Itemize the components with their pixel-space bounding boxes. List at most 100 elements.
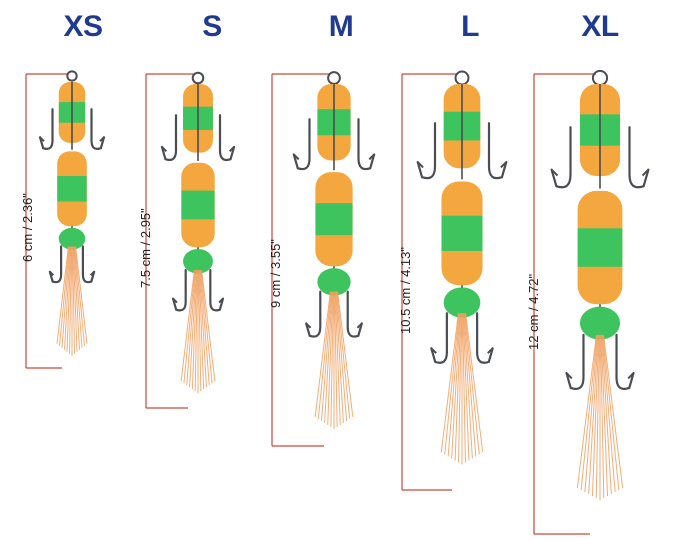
tail-fiber-2-2 [320,291,333,421]
tail-fiber-2-9 [335,291,344,423]
size-label-xl: XL [581,10,619,43]
tail-fiber-4-12 [603,334,624,489]
hook-eye-2 [327,71,341,85]
upper-hook-left-4-barb [550,168,559,177]
lower-foam-1-band [181,190,215,220]
tail-fiber-1-0 [180,270,195,382]
tail-fiber-2-10 [335,291,348,421]
tail-fiber-1-5 [194,270,198,392]
lower-hook-right-2-barb [356,322,363,329]
lower-hook-left-0-barb [49,271,55,276]
tail-fiber-4-2 [584,334,599,493]
tail-fiber-0-8 [72,246,78,352]
tail-fiber-4-0 [576,334,597,489]
tail-fiber-2-5 [330,291,334,427]
tail-fiber-0-0 [56,246,69,344]
tail-fiber-0-4 [66,246,72,352]
tail-fiber-3-12 [465,313,484,453]
lower-hook-left-1 [171,268,187,312]
tail-fiber-3-10 [463,313,477,457]
tail-fiber-4-8 [600,334,609,497]
tail-fiber-2-1 [317,291,332,419]
tail-fiber-3-3 [451,313,461,459]
tail-fiber-0-12 [75,246,88,344]
tail-fiber-0-2 [61,246,71,348]
tail-fiber-1-11 [200,270,213,384]
tail-fiber-0-1 [59,246,70,346]
tail-fiber-3-9 [463,313,473,459]
upper-hook-left-1 [160,114,178,162]
lower-foam-3-band [441,215,483,251]
size-label-xs: XS [63,10,103,43]
tail-fiber-1-9 [199,270,207,388]
upper-hook-left-0 [38,108,54,150]
dimension-label-l: 10.5 cm / 4.13" [398,247,413,334]
dimension-label-s: 7.5 cm / 2.95" [138,208,153,288]
tail-fiber-1-4 [191,270,198,390]
size-label-l: L [461,10,479,43]
upper-hook-left-3-barb [417,161,424,169]
lower-hook-right-3 [476,312,494,364]
lower-hook-left-2 [305,290,322,338]
hook-eye-1 [191,71,205,85]
tail-fiber-4-11 [602,334,620,491]
upper-hook-left-1-barb [161,146,168,152]
tail-fiber-3-7 [462,313,466,463]
hook-eye-4 [591,69,609,87]
tail-fiber-4-5 [595,334,600,499]
tail-fiber-2-7 [334,291,338,427]
tail-fiber-0-10 [73,246,83,348]
hook-eye-0 [66,70,78,82]
upper-hook-right-2-barb [368,153,375,161]
lower-hook-right-4-barb [627,372,635,380]
tail-fiber-4-1 [580,334,598,491]
tail-fiber-3-1 [444,313,460,455]
tail-fiber-3-2 [447,313,461,457]
lower-foam-4-band [577,228,623,267]
tail-fiber-3-5 [458,313,462,463]
tail-fiber-3-0 [440,313,459,453]
tail-fiber-2-11 [336,291,351,419]
upper-hook-right-4-barb [641,168,650,177]
green-bead-2 [317,268,351,296]
lower-hook-left-4 [565,333,585,391]
upper-hook-left-3 [416,122,437,180]
tail-fiber-2-3 [324,291,333,423]
lower-hook-left-3 [430,312,448,364]
dimension-label-xs: 6 cm / 2.36" [20,193,35,262]
lower-hook-left-4-barb [565,372,573,380]
lower-hook-right-4 [615,333,635,391]
tail-fiber-2-4 [327,291,334,425]
upper-hook-right-3-barb [500,161,507,169]
tail-fiber-4-7 [600,334,605,499]
lower-hook-right-1-barb [218,297,224,304]
lower-hook-right-3-barb [487,347,494,354]
upper-hook-right-0-barb [99,136,105,142]
upper-hook-right-1 [218,114,236,162]
dimension-label-m: 9 cm / 3.55" [268,239,283,308]
upper-hook-left-2-barb [293,153,300,161]
lower-foam-0-band [57,176,87,202]
green-bead-4 [579,306,621,340]
upper-hook-left-2 [292,118,311,171]
tail-fiber-4-10 [601,334,616,493]
lower-hook-right-0 [81,245,96,284]
hook-eye-3 [454,70,470,86]
tail-fiber-3-11 [464,313,480,455]
size-label-m: M [328,10,354,43]
tail-fiber-1-3 [189,270,197,388]
tail-fiber-1-7 [198,270,202,392]
green-bead-3 [443,287,481,318]
tail-fiber-2-8 [334,291,341,425]
tail-fiber-1-2 [186,270,197,386]
upper-hook-right-3 [487,122,508,180]
tail-fiber-0-5 [69,246,72,354]
tail-fiber-3-4 [454,313,462,461]
upper-hook-left-0-barb [39,136,45,142]
green-bead-0 [58,227,86,250]
tail-fiber-1-8 [198,270,205,390]
lower-hook-right-1 [209,268,225,312]
lower-hook-right-2 [346,290,363,338]
tail-fiber-1-10 [199,270,210,386]
